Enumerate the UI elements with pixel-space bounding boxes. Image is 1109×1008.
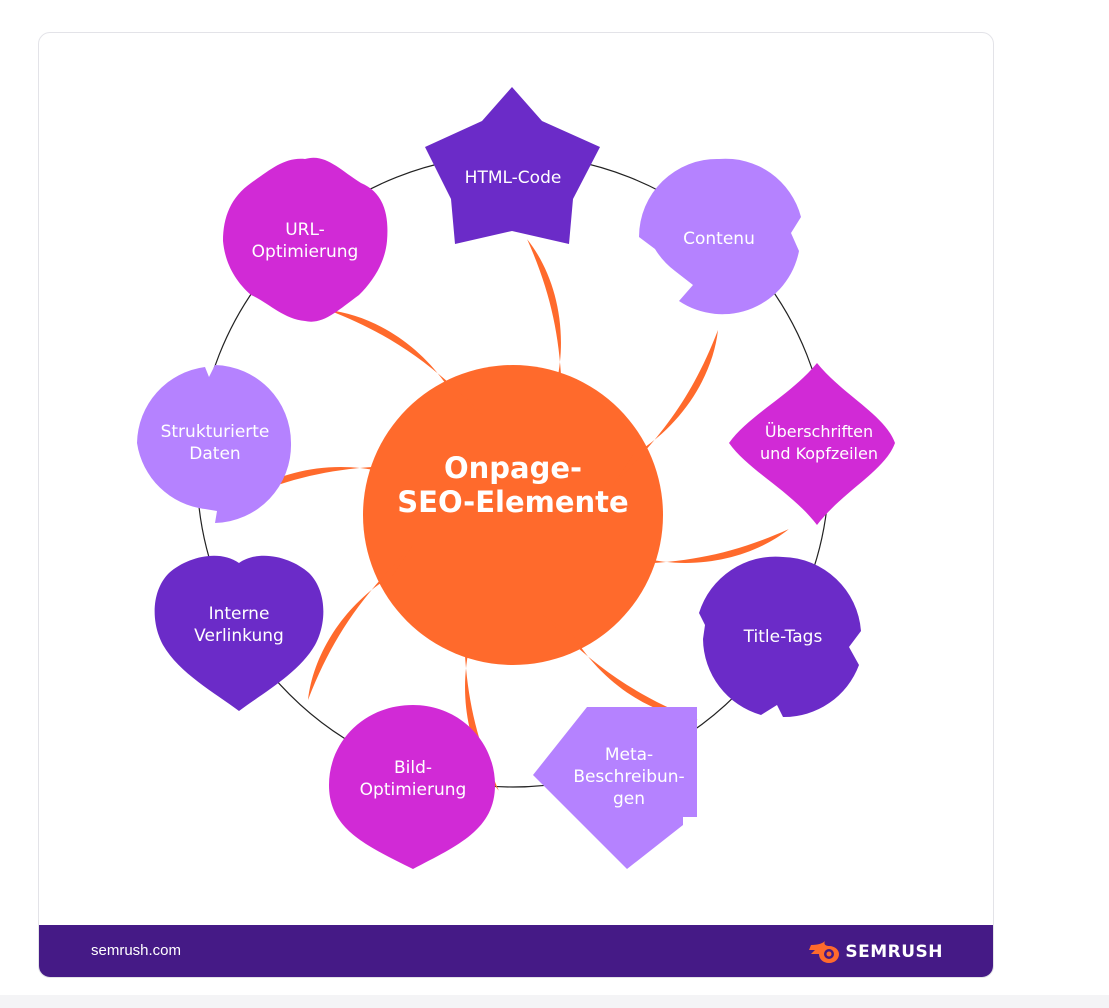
brand-logo: SEMRUSH xyxy=(809,938,943,966)
url-optimierung-shape xyxy=(223,157,388,322)
strukturierte-daten-label: Strukturierte Daten xyxy=(160,422,270,464)
ueberschriften-shape xyxy=(729,363,895,525)
swirl-arm xyxy=(328,310,483,415)
bild-optimierung-shape xyxy=(329,705,495,869)
title-tags-shape xyxy=(699,556,861,718)
html-code-shape xyxy=(425,87,600,244)
footer-url: semrush.com xyxy=(91,942,182,959)
bild-optimierung-label: Bild- Optimierung xyxy=(359,758,467,800)
title-tags-label: Title-Tags xyxy=(743,627,823,647)
infographic-card: HTML-Code Contenu Überschriften und Kopf… xyxy=(38,32,994,978)
seo-elements-diagram: HTML-Code Contenu Überschriften und Kopf… xyxy=(39,33,993,925)
interne-verlinkung-label: Interne Verlinkung xyxy=(194,604,284,646)
html-code-label: HTML-Code xyxy=(464,168,562,188)
contenu-shape xyxy=(639,158,801,315)
interne-verlinkung-shape xyxy=(154,555,324,711)
swirl-arm xyxy=(543,615,698,720)
swirl-arm xyxy=(613,330,718,485)
meta-beschreibungen-shape xyxy=(533,707,697,869)
url-optimierung-label: URL- Optimierung xyxy=(251,220,359,262)
strukturierte-daten-shape xyxy=(137,365,292,523)
page-bottom-strip xyxy=(0,995,1109,1008)
swirl-arm xyxy=(308,545,413,700)
swirl-arm xyxy=(527,239,563,424)
ueberschriften-label: Überschriften und Kopfzeilen xyxy=(760,422,878,463)
footer-bar: semrush.com SEMRUSH xyxy=(39,925,993,977)
semrush-fire-icon xyxy=(809,941,840,963)
swirl-arm xyxy=(604,529,789,565)
diagram-canvas xyxy=(137,87,895,869)
brand-name: SEMRUSH xyxy=(845,942,943,962)
meta-beschreibungen-label: Meta- Beschreibun- gen xyxy=(573,745,685,809)
contenu-label: Contenu xyxy=(683,229,755,249)
center-title: Onpage- SEO-Elemente xyxy=(397,451,629,519)
